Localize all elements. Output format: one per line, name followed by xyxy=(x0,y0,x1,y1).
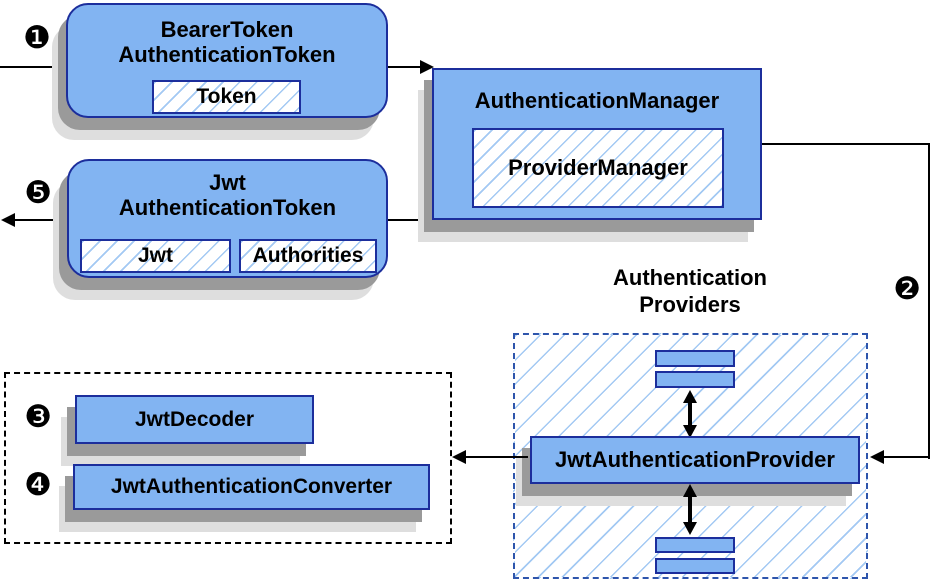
provider-to-support-line xyxy=(466,456,528,458)
bearer-to-manager-line xyxy=(388,66,422,68)
authentication-providers-label: Authentication Providers xyxy=(613,265,767,317)
manager-to-provider-line-bottom xyxy=(884,456,930,458)
bearer-token-authentication-token-box: BearerToken AuthenticationToken Token xyxy=(66,3,388,118)
bearer-token-title-line1: BearerToken xyxy=(160,17,294,42)
manager-to-jwt-token-line xyxy=(388,219,432,221)
jwt-authentication-token-box: Jwt AuthenticationToken Jwt Authorities xyxy=(67,159,388,278)
bearer-token-title-line2: AuthenticationToken xyxy=(118,42,336,67)
jwt-authentication-converter-label: JwtAuthenticationConverter xyxy=(110,475,393,498)
manager-to-provider-line-right xyxy=(928,143,930,459)
double-arrow-shaft xyxy=(688,495,692,523)
double-arrow-up-icon xyxy=(683,484,697,497)
manager-to-provider-line-top xyxy=(762,143,930,145)
token-field-label: Token xyxy=(196,85,257,108)
manager-to-provider-arrowhead-icon xyxy=(870,450,884,464)
bearer-to-manager-arrowhead-icon xyxy=(420,60,434,74)
authentication-manager-title: AuthenticationManager xyxy=(474,88,720,113)
provider-stub-bar xyxy=(655,350,735,367)
jwt-authentication-converter-box: JwtAuthenticationConverter xyxy=(73,464,430,510)
provider-manager-label: ProviderManager xyxy=(508,155,688,180)
token-field-box: Token xyxy=(152,80,301,114)
jwt-field-label: Jwt xyxy=(137,244,173,267)
step-5-badge: ❺ xyxy=(24,175,52,211)
provider-to-support-arrowhead-icon xyxy=(452,450,466,464)
jwt-support-group-container: JwtDecoder JwtAuthenticationConverter xyxy=(4,372,452,544)
provider-stub-bar xyxy=(655,558,735,574)
double-arrow-down-icon xyxy=(683,522,697,535)
jwt-authentication-provider-label: JwtAuthenticationProvider xyxy=(555,447,835,472)
jwt-token-title-line1: Jwt xyxy=(209,170,246,195)
double-arrow-up-icon xyxy=(683,390,697,403)
step-2-badge: ❷ xyxy=(893,271,921,307)
jwt-decoder-box: JwtDecoder xyxy=(75,395,314,444)
jwt-field-box: Jwt xyxy=(80,239,231,273)
authentication-providers-container: JwtAuthenticationProvider xyxy=(513,333,868,579)
step-4-badge: ❹ xyxy=(24,467,52,503)
step-1-badge: ❶ xyxy=(23,20,51,56)
authentication-manager-box: AuthenticationManager ProviderManager xyxy=(432,68,762,220)
provider-manager-box: ProviderManager xyxy=(472,128,724,208)
provider-stub-bar xyxy=(655,371,735,388)
jwt-decoder-label: JwtDecoder xyxy=(134,407,255,431)
outgoing-result-arrowhead-icon xyxy=(1,213,15,227)
provider-stub-bar xyxy=(655,537,735,553)
authorities-field-box: Authorities xyxy=(239,239,377,273)
jwt-token-title-line2: AuthenticationToken xyxy=(118,195,337,220)
outgoing-result-line xyxy=(14,219,67,221)
incoming-request-line xyxy=(0,66,66,68)
double-arrow-shaft xyxy=(688,401,692,427)
step-3-badge: ❸ xyxy=(24,399,52,435)
jwt-authentication-provider-box: JwtAuthenticationProvider xyxy=(530,436,860,484)
authorities-field-label: Authorities xyxy=(252,244,364,267)
double-arrow-down-icon xyxy=(683,425,697,438)
